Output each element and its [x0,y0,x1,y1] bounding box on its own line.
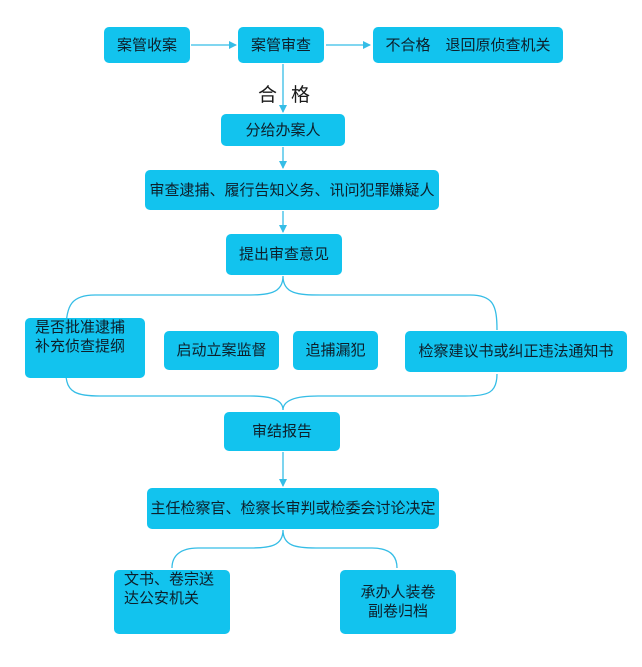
final-report-node: 审结报告 [224,412,340,451]
procuratorial-advice-node: 检察建议书或纠正违法通知书 [405,331,627,372]
supervise-case-node: 启动立案监督 [164,331,279,370]
propose-opinion-node: 提出审查意见 [226,234,342,275]
review-arrest-node: 审查逮捕、履行告知义务、讯问犯罪嫌疑人 [145,170,439,210]
qualified-label: 合格 [258,84,325,106]
brace-top [65,275,498,331]
assign-handler-node: 分给办案人 [221,114,345,146]
pursue-accomplices-node: 追捕漏犯 [293,331,378,370]
decision-node: 主任检察官、检察长审判或检委会讨论决定 [147,488,439,529]
unqualified-return-node: 不合格 退回原侦查机关 [373,27,563,63]
approve-arrest-node: 是否批准逮捕 补充侦查提纲 [25,318,145,378]
review-case-node: 案管审查 [238,27,324,63]
receive-case-node: 案管收案 [104,27,190,63]
archive-file-node: 承办人装卷 副卷归档 [340,570,456,634]
brace-bottom [65,373,498,411]
deliver-documents-node: 文书、卷宗送 达公安机关 [114,570,230,634]
brace-final [171,529,398,569]
